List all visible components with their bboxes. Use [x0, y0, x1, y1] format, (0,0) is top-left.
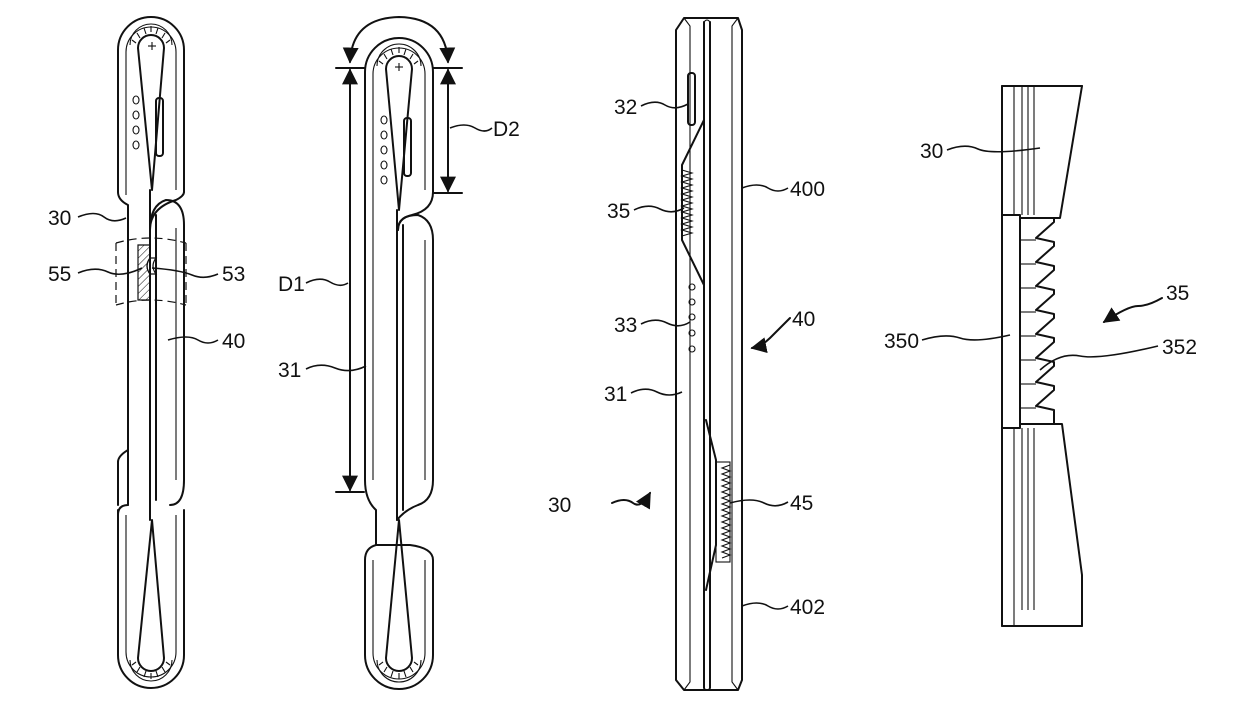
label-350: 350: [884, 330, 919, 353]
label-352: 352: [1162, 336, 1197, 359]
fig1-upper-shell: [117, 16, 185, 193]
label-D1: D1: [278, 273, 305, 296]
label-31-fig3: 31: [604, 383, 627, 406]
fig3-side-view: [611, 17, 791, 691]
label-31-fig2: 31: [278, 359, 301, 382]
label-35-fig3: 35: [607, 200, 630, 223]
fig1-labels: 30 55 53 40: [48, 207, 245, 353]
fig2-labels: D1 D2 31: [278, 118, 520, 382]
fig1-left-side: [117, 191, 129, 463]
label-400: 400: [790, 178, 825, 201]
label-32: 32: [614, 96, 637, 119]
label-40-fig3: 40: [792, 308, 815, 331]
label-45: 45: [790, 492, 813, 515]
label-55: 55: [48, 263, 71, 286]
label-40-fig1: 40: [222, 330, 245, 353]
fig3-labels: 32 35 400 33 40 31 30 45 402: [548, 96, 825, 619]
fig4-labels: 30 35 350 352: [884, 140, 1197, 371]
label-30-fig3: 30: [548, 494, 571, 517]
label-D2: D2: [493, 118, 520, 141]
label-53: 53: [222, 263, 245, 286]
fig2-folded-device-dimensions: [335, 16, 463, 690]
fig1-folded-device: [115, 16, 187, 689]
label-30-fig1: 30: [48, 207, 71, 230]
label-402: 402: [790, 596, 825, 619]
label-30-fig4: 30: [920, 140, 943, 163]
label-35-fig4: 35: [1166, 282, 1189, 305]
label-33: 33: [614, 314, 637, 337]
